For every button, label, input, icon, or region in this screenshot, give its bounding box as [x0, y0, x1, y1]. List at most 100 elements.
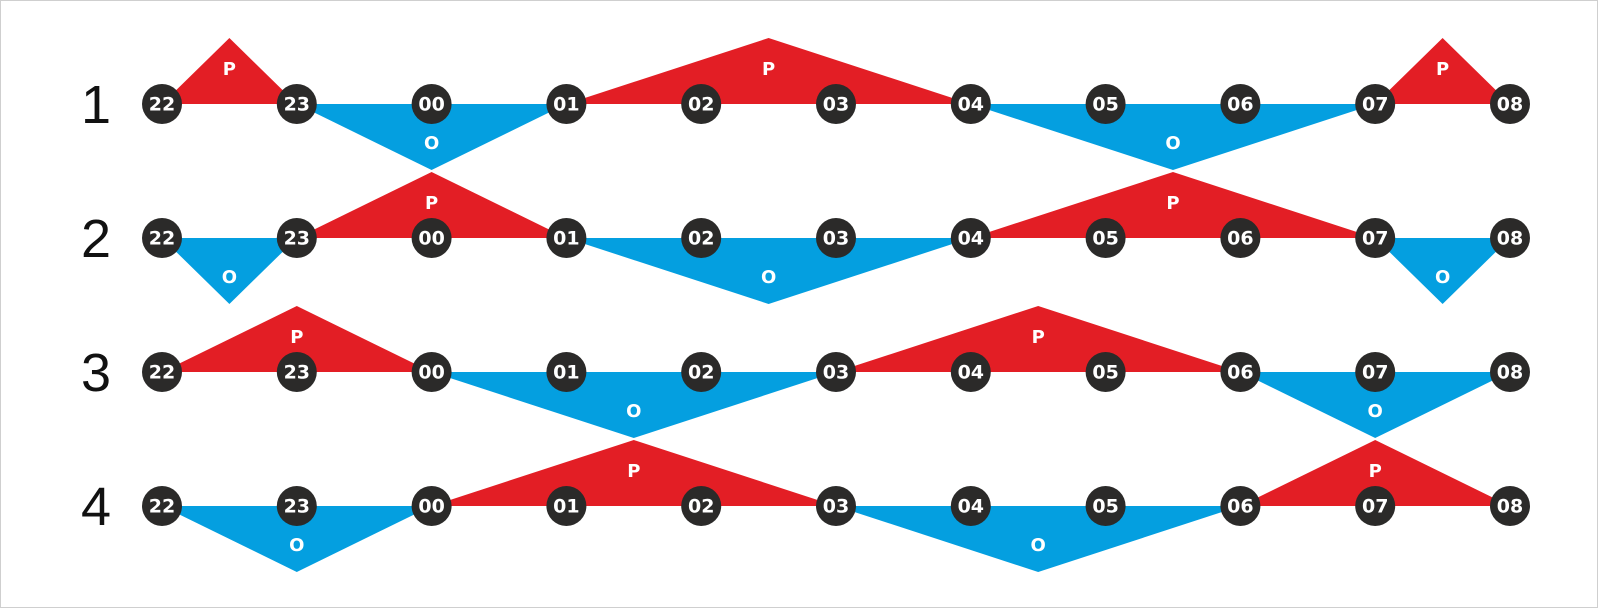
o-block-triangle	[296, 104, 567, 170]
time-node-label: 06	[1227, 228, 1253, 250]
o-label: O	[1368, 401, 1383, 422]
time-node-label: 02	[688, 362, 714, 384]
time-node-label: 02	[688, 94, 714, 116]
time-node-circle	[1220, 352, 1261, 392]
p-block-triangle	[970, 172, 1376, 238]
time-node-circle	[411, 352, 452, 392]
time-node-circle	[1490, 486, 1530, 526]
time-node-circle	[1490, 84, 1530, 124]
row-label: 3	[81, 343, 111, 403]
row-label: 4	[81, 477, 111, 537]
time-node-circle	[276, 486, 317, 526]
p-label: P	[1032, 327, 1045, 348]
time-node-circle	[1355, 218, 1396, 258]
time-node-label: 01	[553, 228, 579, 250]
time-node-label: 08	[1497, 362, 1523, 384]
time-node-label: 23	[284, 496, 310, 518]
time-node-circle	[681, 84, 722, 124]
o-block-triangle	[162, 238, 297, 304]
time-node-circle	[142, 84, 182, 124]
time-node-label: 03	[823, 496, 849, 518]
time-node-label: 01	[553, 94, 579, 116]
time-node-circle	[1220, 84, 1261, 124]
time-node-label: 04	[958, 94, 984, 116]
o-label: O	[761, 267, 776, 288]
o-block-triangle	[431, 372, 836, 438]
time-node-label: 04	[958, 362, 984, 384]
time-node-circle	[411, 486, 452, 526]
time-node-circle	[1085, 486, 1126, 526]
time-node-circle	[1085, 218, 1126, 258]
o-block-triangle	[970, 104, 1376, 170]
time-node-circle	[816, 218, 856, 258]
time-node-circle	[1220, 218, 1261, 258]
p-block-triangle	[162, 306, 432, 372]
time-node-circle	[816, 352, 856, 392]
time-node-label: 06	[1227, 496, 1253, 518]
time-node-label: 00	[418, 94, 444, 116]
p-label: P	[425, 193, 438, 214]
o-block-triangle	[1240, 372, 1510, 438]
time-node-label: 07	[1362, 94, 1388, 116]
time-node-label: 06	[1227, 94, 1253, 116]
time-node-circle	[1220, 486, 1261, 526]
time-node-label: 07	[1362, 362, 1388, 384]
o-label: O	[1165, 133, 1180, 154]
time-node-circle	[142, 218, 182, 258]
time-node-label: 08	[1497, 94, 1523, 116]
time-node-label: 05	[1092, 496, 1118, 518]
time-node-label: 23	[284, 94, 310, 116]
time-node-label: 05	[1092, 362, 1118, 384]
p-label: P	[1166, 193, 1179, 214]
time-node-circle	[411, 84, 452, 124]
p-label: P	[1369, 461, 1382, 482]
time-node-circle	[1355, 84, 1396, 124]
p-block-triangle	[1375, 38, 1510, 104]
time-node-label: 05	[1092, 94, 1118, 116]
time-node-label: 01	[553, 496, 579, 518]
time-node-label: 04	[958, 228, 984, 250]
time-node-circle	[1085, 84, 1126, 124]
time-node-circle	[411, 218, 452, 258]
time-node-label: 07	[1362, 496, 1388, 518]
time-node-label: 06	[1227, 362, 1253, 384]
time-node-circle	[1355, 352, 1396, 392]
time-node-circle	[276, 84, 317, 124]
time-node-label: 00	[418, 228, 444, 250]
time-node-circle	[276, 218, 317, 258]
time-node-label: 00	[418, 496, 444, 518]
time-node-circle	[1085, 352, 1126, 392]
o-block-triangle	[162, 506, 432, 572]
p-block-triangle	[296, 172, 567, 238]
time-node-circle	[546, 84, 587, 124]
time-node-label: 01	[553, 362, 579, 384]
time-node-circle	[950, 486, 991, 526]
o-label: O	[222, 267, 237, 288]
time-node-circle	[816, 84, 856, 124]
time-node-label: 08	[1497, 228, 1523, 250]
time-node-label: 02	[688, 496, 714, 518]
o-label: O	[289, 535, 304, 556]
row-label: 2	[81, 209, 111, 269]
o-block-triangle	[836, 506, 1241, 572]
time-node-label: 23	[284, 228, 310, 250]
time-node-circle	[681, 352, 722, 392]
p-block-triangle	[1240, 440, 1510, 506]
time-node-circle	[142, 486, 182, 526]
time-node-label: 05	[1092, 228, 1118, 250]
p-block-triangle	[566, 38, 971, 104]
p-block-triangle	[836, 306, 1241, 372]
time-node-circle	[1490, 352, 1530, 392]
p-label: P	[223, 59, 236, 80]
p-label: P	[1436, 59, 1449, 80]
time-node-circle	[950, 218, 991, 258]
time-node-circle	[681, 486, 722, 526]
time-node-circle	[816, 486, 856, 526]
p-block-triangle	[162, 38, 297, 104]
time-node-label: 07	[1362, 228, 1388, 250]
